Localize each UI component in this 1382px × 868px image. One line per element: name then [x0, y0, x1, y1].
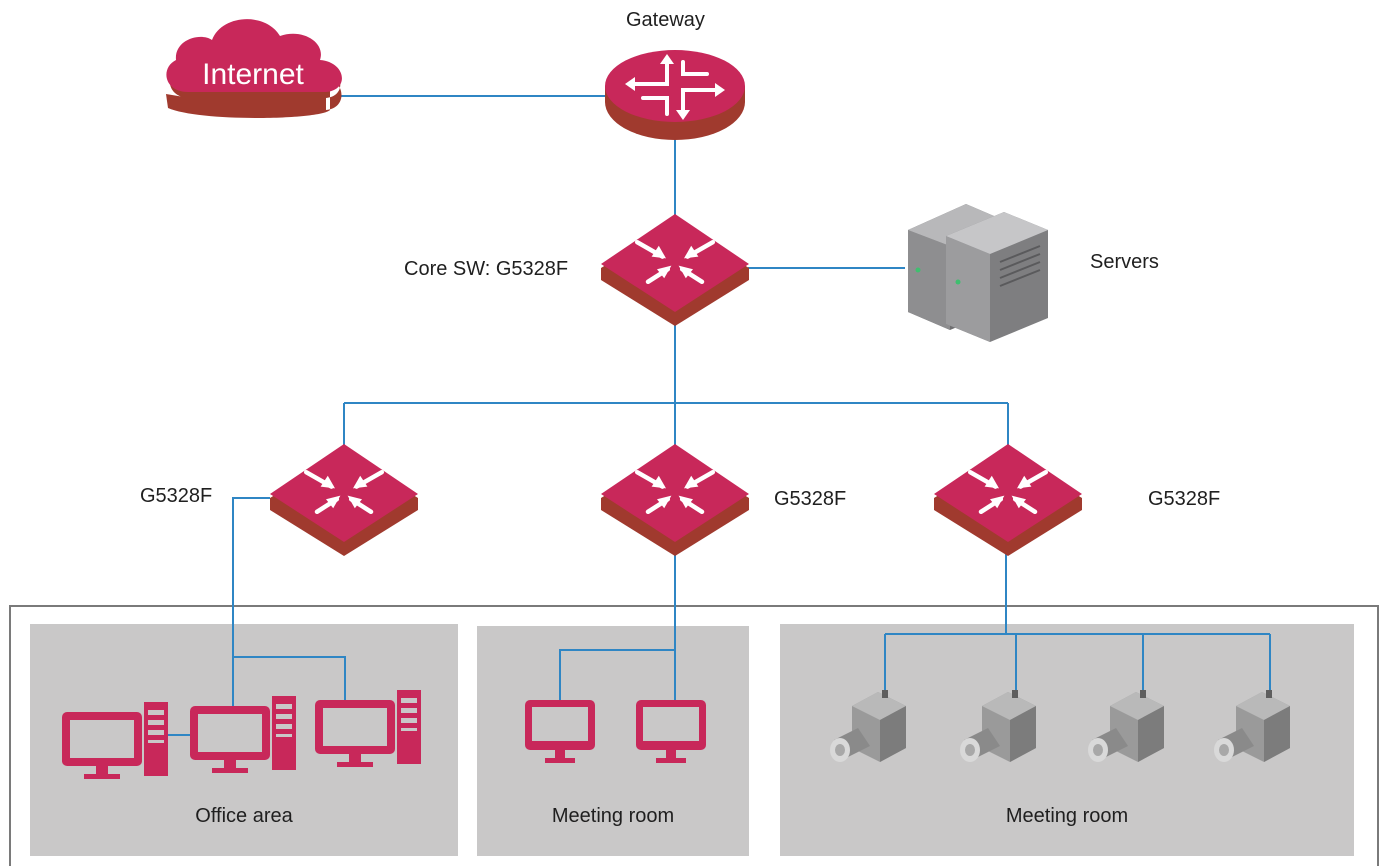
internet-cloud-icon [166, 19, 342, 118]
access-switch-icon [601, 444, 749, 556]
gateway-router-icon [605, 50, 745, 140]
access-switch-label: G5328F [774, 488, 847, 510]
access-switch-icon [270, 444, 418, 556]
servers-label: Servers [1090, 251, 1159, 273]
area-label-office: Office area [195, 805, 293, 827]
core-switch-icon [601, 214, 749, 326]
network-links [158, 95, 1271, 736]
gateway-label: Gateway [626, 9, 705, 31]
access-switch-label: G5328F [140, 485, 213, 507]
internet-label: Internet [202, 58, 304, 91]
access-switch-label: G5328F [1148, 488, 1221, 510]
area-label-meeting-room: Meeting room [1005, 805, 1129, 827]
area-label-meeting-room: Meeting room [551, 805, 675, 827]
core-switch-label: Core SW: G5328F [404, 258, 569, 280]
site-frame [9, 605, 1379, 866]
servers-icon [908, 204, 1048, 342]
access-switch-icon [934, 444, 1082, 556]
